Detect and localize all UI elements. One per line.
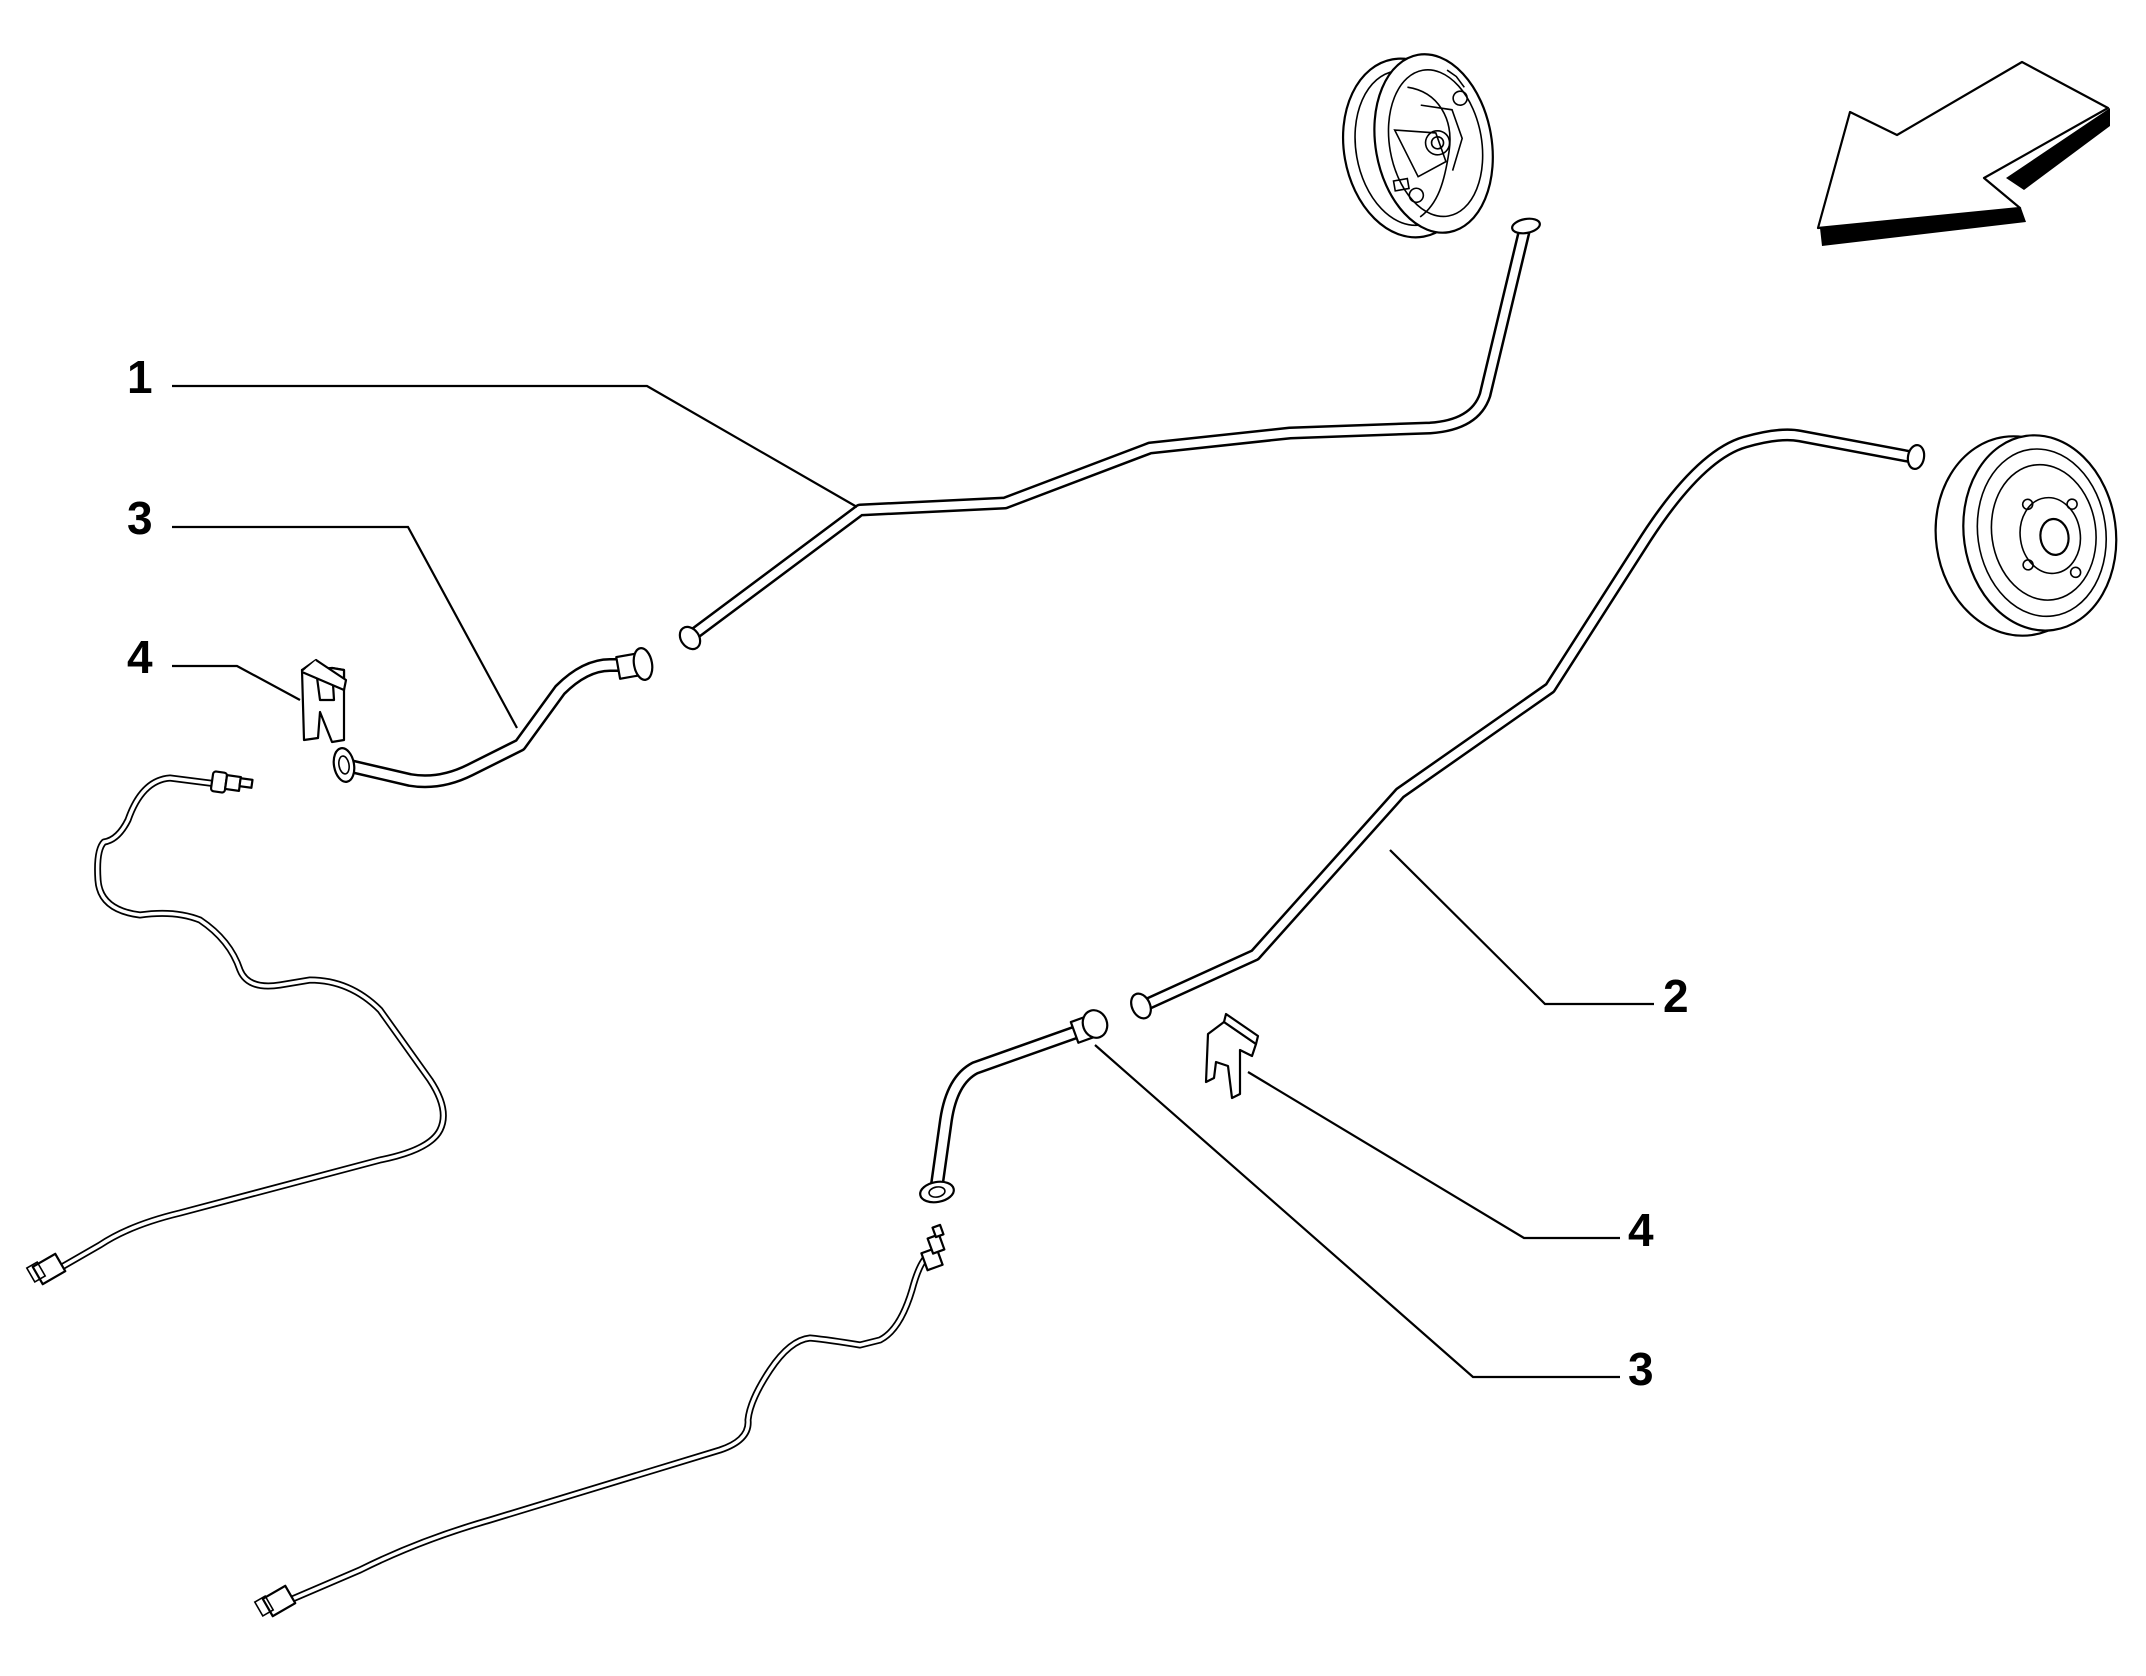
callout-1: 1 xyxy=(127,351,153,403)
leader-1 xyxy=(172,384,858,508)
callout-4-left: 4 xyxy=(127,631,153,683)
leader-3-left xyxy=(172,525,518,729)
callout-4-right: 4 xyxy=(1628,1204,1654,1256)
callout-2: 2 xyxy=(1663,970,1689,1022)
callout-3-left: 3 xyxy=(127,492,153,544)
brake-clip-4-left xyxy=(300,658,348,744)
brake-drum-icon xyxy=(1934,434,2118,637)
leader-4-right xyxy=(1247,1071,1620,1240)
callout-3-right: 3 xyxy=(1628,1343,1654,1395)
brake-line-right xyxy=(253,1223,946,1618)
leader-3-right xyxy=(1094,1044,1620,1379)
brake-hose-3-right xyxy=(919,1009,1109,1204)
brake-pipe-2 xyxy=(1130,428,1926,1020)
direction-arrow-icon xyxy=(1816,60,2110,246)
leader-lines xyxy=(172,384,1654,1379)
brake-pipe-1 xyxy=(678,217,1541,651)
brake-hose-3-left xyxy=(332,647,654,789)
leader-4-left xyxy=(172,664,301,701)
brake-line-left xyxy=(25,770,447,1286)
brake-backplate-icon xyxy=(1341,53,1494,239)
brake-clip-4-right xyxy=(1204,1012,1260,1100)
callout-labels: 1 3 4 2 4 3 xyxy=(127,351,1689,1395)
leader-2 xyxy=(1389,849,1654,1006)
